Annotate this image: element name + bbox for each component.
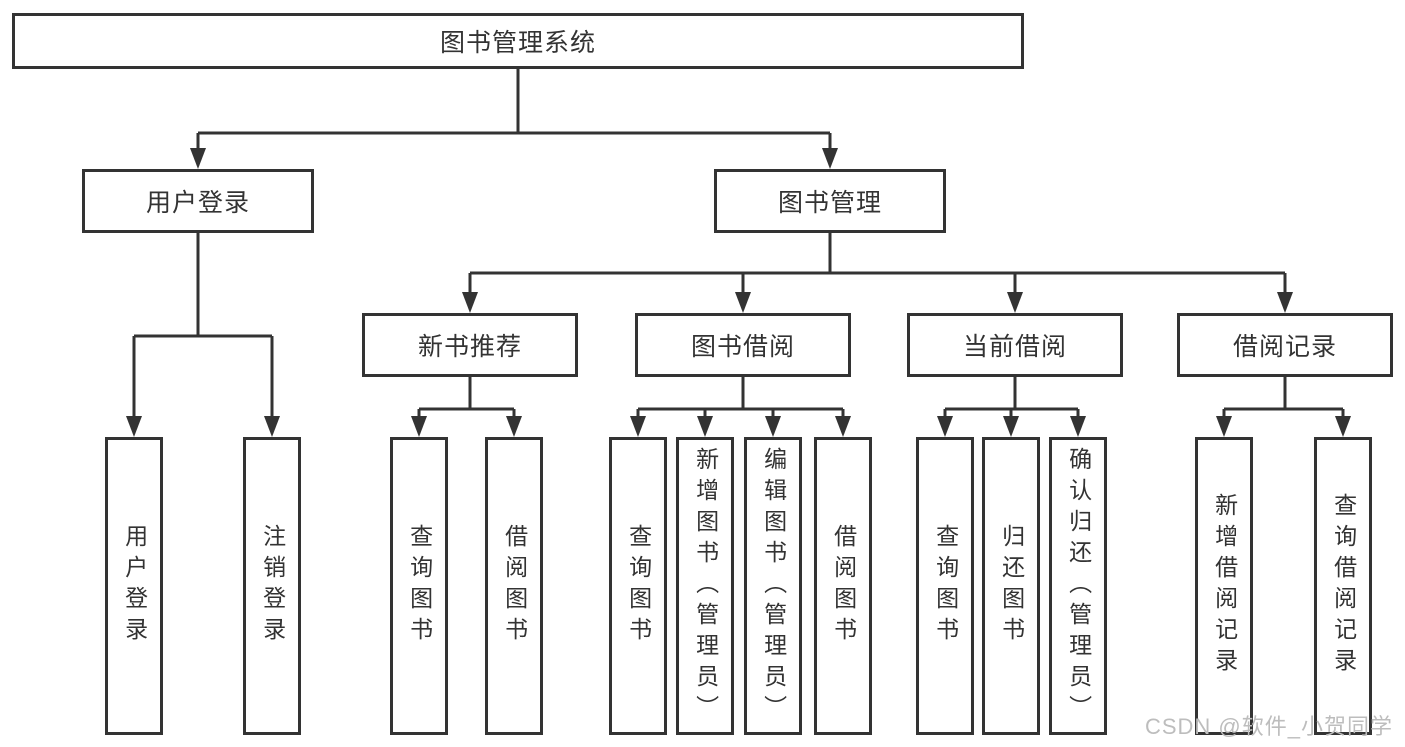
node-borrowing-records: 借阅记录 <box>1177 313 1393 377</box>
connector-arrowheads <box>126 148 1351 437</box>
node-recommend-borrow-books: 借阅图书 <box>485 437 543 735</box>
node-borrow-add-books-admin: 新增图书（管理员） <box>676 437 734 735</box>
node-root: 图书管理系统 <box>12 13 1024 69</box>
node-current-return-books: 归还图书 <box>982 437 1040 735</box>
node-user-login: 用户登录 <box>105 437 163 735</box>
node-current-confirm-return-admin: 确认归还（管理员） <box>1049 437 1107 735</box>
node-book-management: 图书管理 <box>714 169 946 233</box>
node-logout: 注销登录 <box>243 437 301 735</box>
watermark: CSDN @软件_小贺同学 <box>1144 714 1393 739</box>
node-recommend-query-books: 查询图书 <box>390 437 448 735</box>
node-current-borrowing: 当前借阅 <box>907 313 1123 377</box>
connector-stems <box>132 69 1345 420</box>
node-book-borrowing: 图书借阅 <box>635 313 851 377</box>
node-current-query-books: 查询图书 <box>916 437 974 735</box>
node-new-book-recommendation: 新书推荐 <box>362 313 578 377</box>
node-records-query-record: 查询借阅记录 <box>1314 437 1372 735</box>
node-records-add-record: 新增借阅记录 <box>1195 437 1253 735</box>
node-borrow-edit-books-admin: 编辑图书（管理员） <box>744 437 802 735</box>
node-borrow-borrow-books: 借阅图书 <box>814 437 872 735</box>
node-login-branch: 用户登录 <box>82 169 314 233</box>
node-borrow-query-books: 查询图书 <box>609 437 667 735</box>
